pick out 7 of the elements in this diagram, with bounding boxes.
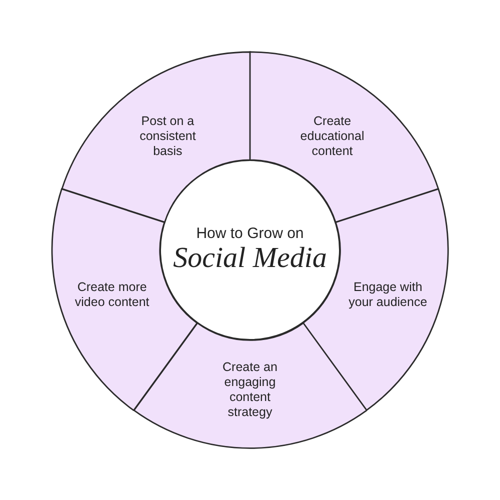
segment-label: Create more video content xyxy=(74,280,150,310)
segment-label: Post on a consistent basis xyxy=(138,114,197,160)
segment-label: Engage with your audience xyxy=(348,280,428,310)
center-heading: How to Grow on xyxy=(196,225,304,242)
segment-label: Create educational content xyxy=(299,114,366,160)
center-title: Social Media xyxy=(173,242,327,275)
segment-label: Create an engaging content strategy xyxy=(222,360,278,420)
